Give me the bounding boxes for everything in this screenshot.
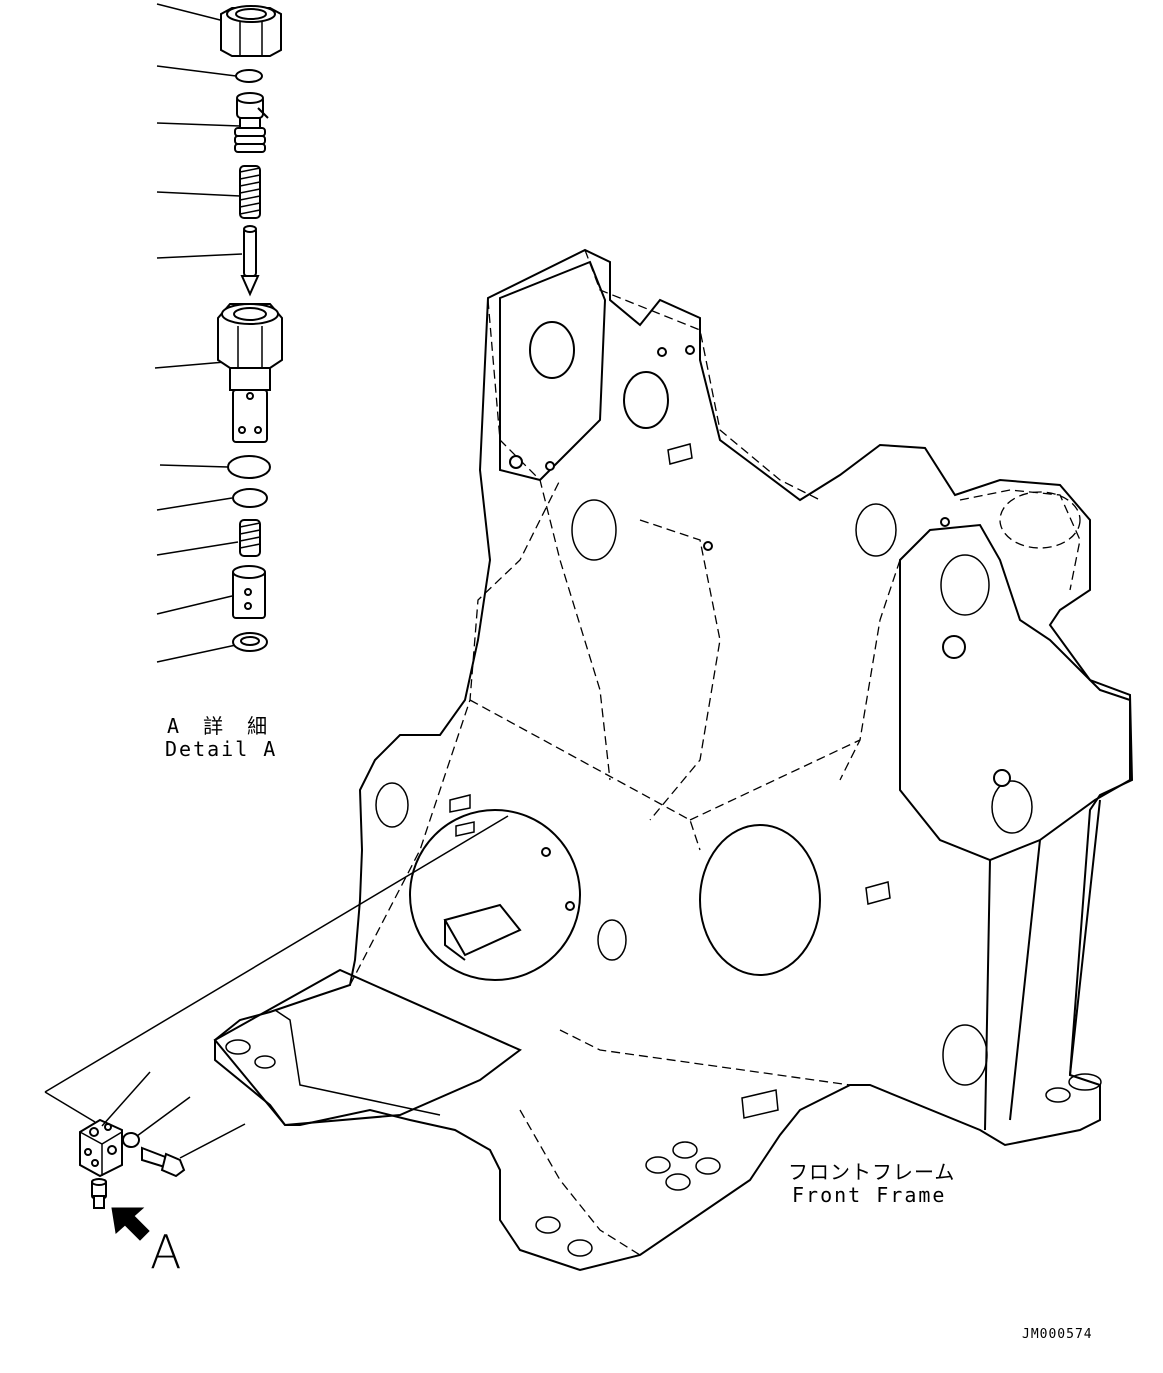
- leader-line: [156, 191, 241, 197]
- frame-hidden-line: [349, 479, 561, 986]
- frame-label-en: Front Frame: [792, 1183, 947, 1207]
- valve-block: [79, 1118, 123, 1178]
- frame-hidden-line: [999, 491, 1081, 549]
- frame-hole: [571, 499, 617, 561]
- medium-o-ring: [232, 488, 268, 508]
- small-spring: [239, 519, 261, 557]
- leader-line: [159, 464, 229, 468]
- valve-pin: [240, 225, 260, 297]
- frame-large-opening: [409, 809, 581, 981]
- frame-hidden-line: [959, 489, 1081, 591]
- frame-bosses: [225, 345, 1102, 1257]
- drawing-code: JM000574: [1022, 1327, 1093, 1342]
- valve-body: [217, 303, 283, 443]
- leader-line: [156, 122, 241, 127]
- detail-leader-lines: [154, 3, 243, 663]
- frame-left-tower: [499, 260, 607, 482]
- leader-line: [156, 595, 233, 615]
- detail-reference-line: [44, 815, 509, 1093]
- leader-line: [156, 3, 229, 23]
- leader-line: [154, 361, 226, 369]
- frame-hidden-line: [559, 1029, 851, 1086]
- frame-hidden-line: [469, 699, 861, 851]
- frame-hole: [623, 371, 669, 429]
- front-frame: [213, 248, 1134, 1272]
- frame-hidden-line: [487, 299, 611, 781]
- view-marker-label: A: [150, 1225, 182, 1279]
- frame-outline: [214, 248, 1134, 1272]
- coil-spring: [239, 165, 261, 219]
- frame-right-tower: [899, 523, 1131, 862]
- small-o-ring: [235, 69, 263, 83]
- frame-large-opening: [699, 824, 821, 976]
- frame-hole: [529, 321, 575, 379]
- view-arrow-icon: [111, 1207, 150, 1241]
- frame-hidden-line: [519, 1109, 641, 1256]
- frame-base-plate-edge: [274, 1009, 441, 1116]
- hex-nut: [220, 5, 282, 57]
- leader-line: [156, 541, 239, 556]
- frame-right-leg: [984, 799, 1101, 1131]
- frame-hole: [940, 554, 990, 616]
- valve-sleeve: [232, 565, 266, 619]
- frame-brackets: [449, 443, 891, 1119]
- frame-center-block: [443, 903, 522, 961]
- frame-hole: [942, 1024, 988, 1086]
- leader-line: [156, 644, 237, 663]
- washer: [232, 632, 268, 652]
- leader-line: [156, 65, 237, 77]
- valve-poppet: [234, 92, 269, 153]
- detail-caption-jp: A 詳 細: [167, 714, 274, 738]
- mounting-bolt: [141, 1146, 186, 1178]
- leader-line: [179, 1123, 246, 1159]
- valve-block-assembly: [44, 815, 509, 1241]
- frame-hole: [597, 919, 627, 961]
- block-washer: [122, 1132, 140, 1148]
- frame-hole: [375, 782, 409, 828]
- detail-caption-en: Detail A: [165, 737, 278, 761]
- leader-line: [156, 253, 243, 259]
- leader-line: [136, 1096, 191, 1137]
- large-o-ring: [227, 455, 271, 479]
- detail-reference-line: [44, 1091, 96, 1123]
- frame-hole: [855, 503, 897, 557]
- frame-hole: [991, 780, 1033, 834]
- frame-hidden-line: [839, 559, 901, 781]
- frame-base-plate: [213, 968, 522, 1127]
- frame-hidden-line: [639, 519, 721, 821]
- frame-label-jp: フロントフレーム: [788, 1160, 956, 1184]
- leader-line: [156, 497, 233, 511]
- fitting: [91, 1178, 107, 1209]
- leader-line: [101, 1071, 151, 1127]
- frame-hidden-line: [584, 249, 821, 501]
- detail-a-exploded-view: [154, 3, 283, 663]
